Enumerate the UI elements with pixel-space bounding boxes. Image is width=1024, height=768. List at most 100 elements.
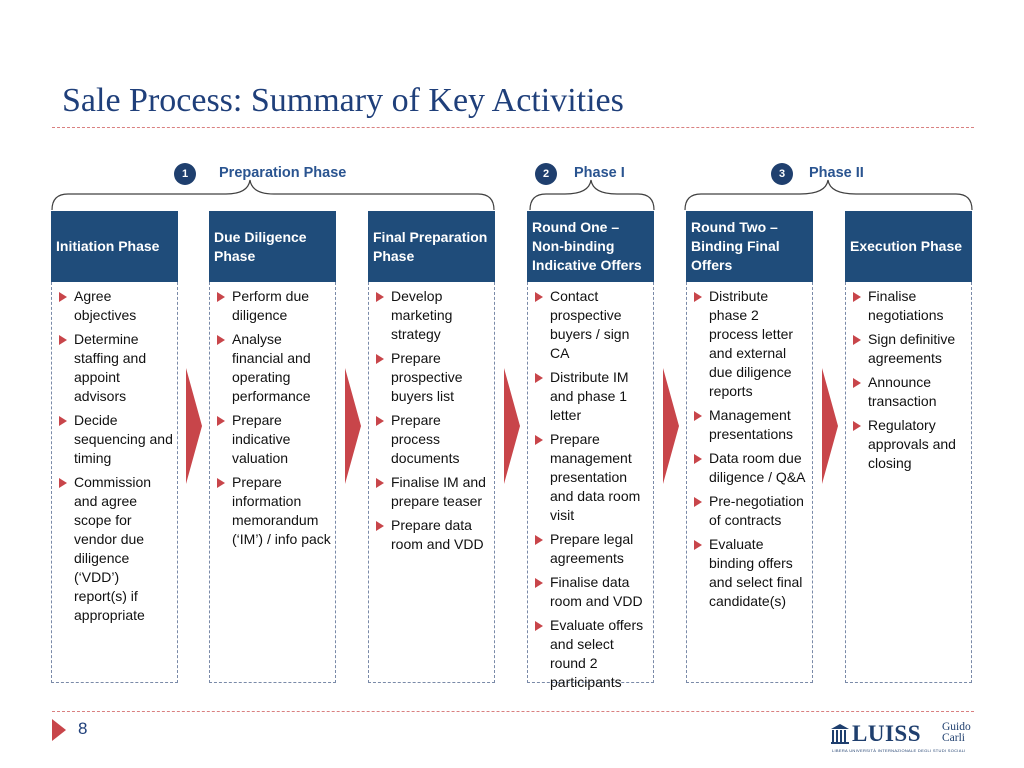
item-text: Prepare management presentation and data… [550,431,641,523]
curly-brace-icon [51,179,495,211]
item-text: Agree objectives [74,288,137,323]
column-body-final-preparation: Develop marketing strategy Prepare prosp… [368,282,495,683]
item-text: Commission and agree scope for vendor du… [74,474,152,623]
item-text: Announce transaction [868,374,937,409]
triangle-bullet-icon [535,535,543,545]
phase-number-3: 3 [771,163,793,185]
list-item: Prepare management presentation and data… [532,430,651,525]
page-marker-icon [52,719,66,741]
list-item: Data room due diligence / Q&A [691,449,810,487]
column-header-due-diligence: Due Diligence Phase [209,211,336,282]
footer-divider [52,711,974,712]
list-item: Evaluate binding offers and select final… [691,535,810,611]
list-item: Prepare legal agreements [532,530,651,568]
column-body-due-diligence: Perform due diligence Analyse financial … [209,282,336,683]
triangle-bullet-icon [376,292,384,302]
list-item: Prepare indicative valuation [214,411,333,468]
phase-label-phase-2: Phase II [809,165,864,181]
list-item: Prepare data room and VDD [373,516,492,554]
triangle-bullet-icon [376,416,384,426]
triangle-bullet-icon [853,421,861,431]
column-header-round-two: Round Two – Binding Final Offers [686,211,813,282]
triangle-bullet-icon [59,478,67,488]
item-text: Distribute phase 2 process letter and ex… [709,288,794,399]
triangle-bullet-icon [694,292,702,302]
list-item: Finalise data room and VDD [532,573,651,611]
logo-subtitle: Guido Carli [942,721,971,744]
triangle-bullet-icon [535,435,543,445]
list-item: Finalise IM and prepare teaser [373,473,492,511]
item-text: Prepare indicative valuation [232,412,291,466]
column-body-round-one: Contact prospective buyers / sign CA Dis… [527,282,654,690]
item-text: Distribute IM and phase 1 letter [550,369,629,423]
list-item: Pre-negotiation of contracts [691,492,810,530]
item-text: Sign definitive agreements [868,331,956,366]
triangle-bullet-icon [376,478,384,488]
arrow-right-icon [663,368,679,484]
curly-brace-icon [529,179,655,211]
arrow-right-icon [504,368,520,484]
list-item: Finalise negotiations [850,287,969,325]
triangle-bullet-icon [59,416,67,426]
list-item: Determine staffing and appoint advisors [56,330,175,406]
list-item: Decide sequencing and timing [56,411,175,468]
list-item: Prepare prospective buyers list [373,349,492,406]
item-text: Decide sequencing and timing [74,412,173,466]
triangle-bullet-icon [217,478,225,488]
triangle-bullet-icon [217,292,225,302]
item-text: Contact prospective buyers / sign CA [550,288,630,361]
list-item: Sign definitive agreements [850,330,969,368]
column-body-round-two: Distribute phase 2 process letter and ex… [686,282,813,683]
list-item: Develop marketing strategy [373,287,492,344]
triangle-bullet-icon [694,540,702,550]
item-text: Data room due diligence / Q&A [709,450,806,485]
triangle-bullet-icon [59,292,67,302]
item-text: Prepare information memorandum (‘IM’) / … [232,474,331,547]
column-header-round-one: Round One – Non-binding Indicative Offer… [527,211,654,282]
triangle-bullet-icon [376,521,384,531]
phase-label-preparation: Preparation Phase [219,165,347,181]
list-item: Commission and agree scope for vendor du… [56,473,175,625]
logo-tagline: LIBERA UNIVERSITÀ INTERNAZIONALE DEGLI S… [832,748,966,753]
page-number: 8 [78,719,88,738]
columns-logo-icon [831,724,849,744]
list-item: Agree objectives [56,287,175,325]
triangle-bullet-icon [694,454,702,464]
item-text: Finalise IM and prepare teaser [391,474,486,509]
curly-brace-icon [684,179,973,211]
page-title: Sale Process: Summary of Key Activities [62,82,624,119]
list-item: Perform due diligence [214,287,333,325]
logo-wordmark: LUISS [852,721,921,746]
list-item: Announce transaction [850,373,969,411]
list-item: Management presentations [691,406,810,444]
triangle-bullet-icon [694,411,702,421]
list-item: Distribute IM and phase 1 letter [532,368,651,425]
logo-sub-line-2: Carli [942,732,965,744]
item-text: Determine staffing and appoint advisors [74,331,147,404]
phase-number-1: 1 [174,163,196,185]
item-text: Finalise data room and VDD [550,574,643,609]
triangle-bullet-icon [535,621,543,631]
list-item: Prepare process documents [373,411,492,468]
list-item: Distribute phase 2 process letter and ex… [691,287,810,401]
triangle-bullet-icon [694,497,702,507]
item-text: Evaluate binding offers and select final… [709,536,803,609]
list-item: Contact prospective buyers / sign CA [532,287,651,363]
title-divider [52,127,974,128]
phase-number-2: 2 [535,163,557,185]
phase-label-phase-1: Phase I [574,165,625,181]
logo-sub-line-1: Guido [942,721,971,733]
item-text: Prepare process documents [391,412,460,466]
item-text: Develop marketing strategy [391,288,453,342]
item-text: Finalise negotiations [868,288,944,323]
column-header-final-preparation: Final Preparation Phase [368,211,495,282]
item-text: Prepare data room and VDD [391,517,484,552]
item-text: Management presentations [709,407,794,442]
arrow-right-icon [345,368,361,484]
triangle-bullet-icon [535,373,543,383]
column-body-execution: Finalise negotiations Sign definitive ag… [845,282,972,683]
list-item: Evaluate offers and select round 2 parti… [532,616,651,692]
arrow-right-icon [186,368,202,484]
item-text: Prepare prospective buyers list [391,350,463,404]
arrow-right-icon [822,368,838,484]
